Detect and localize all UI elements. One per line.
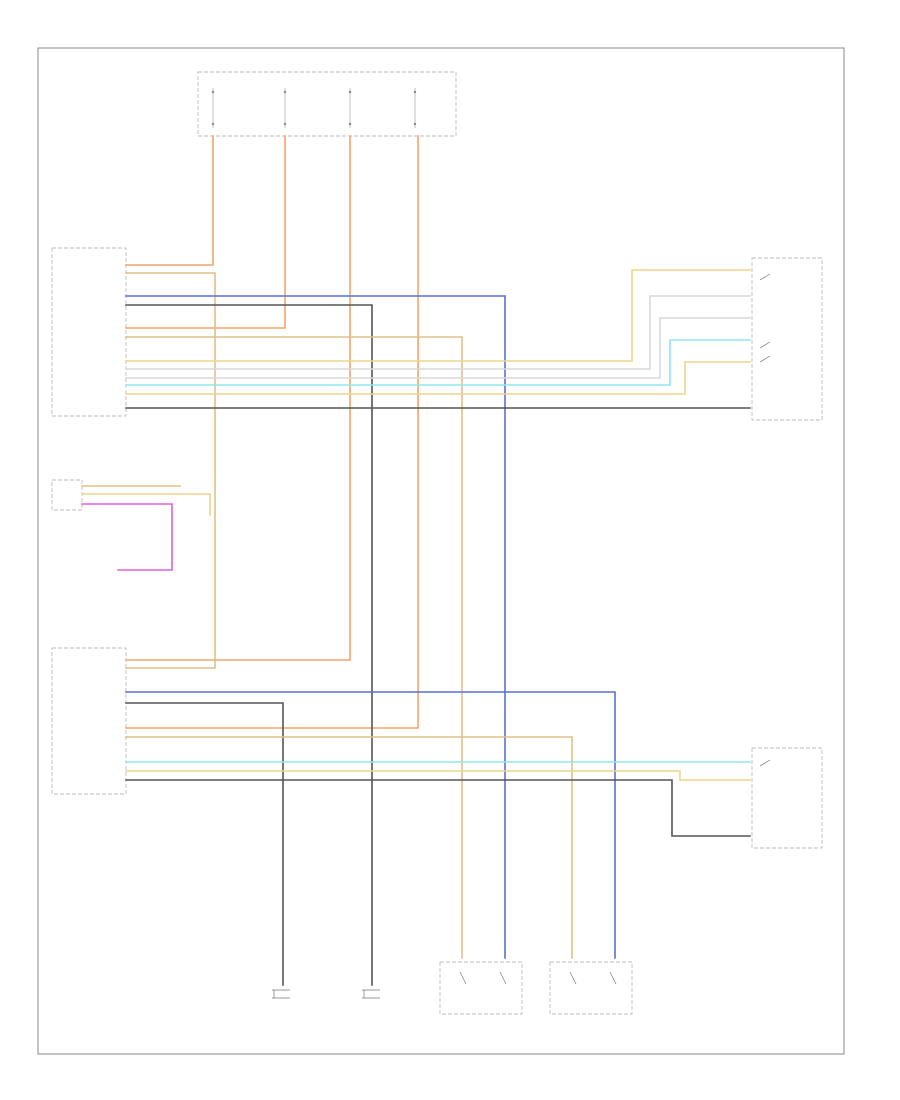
wire-ldm-yellow2 <box>125 361 751 395</box>
wire-rdm-tan <box>125 736 573 959</box>
wire-ldm-blue <box>125 295 506 959</box>
wire-ldm-gray <box>125 295 751 370</box>
left-door-switch <box>751 257 823 421</box>
wire-ldm-gray2 <box>125 317 751 379</box>
fuse-3 <box>348 88 352 128</box>
diagram-border <box>37 47 845 1055</box>
fuse-1 <box>211 88 215 128</box>
right-lock-motor <box>362 989 380 999</box>
fuse-2 <box>283 88 287 128</box>
left-lock-motor <box>272 989 290 999</box>
wire-ldm-lightblue <box>125 339 751 386</box>
wire-rdm-dark2 <box>125 779 751 837</box>
wire-body-yellow <box>81 493 211 516</box>
fuse-4 <box>413 88 417 128</box>
wire-fuse4-orange <box>125 135 419 729</box>
wire-rdm-yellow <box>125 770 751 781</box>
body-connector <box>51 479 83 511</box>
fuse-block <box>197 71 457 137</box>
wire-fuse3-orange <box>125 135 351 661</box>
right-door-switch <box>751 747 823 849</box>
right-window-motor <box>549 961 633 1015</box>
wire-ldm-tan <box>125 272 216 476</box>
wire-fuse1-orange <box>125 135 214 266</box>
wire-body-pink <box>81 503 173 571</box>
wire-ldm-dark <box>125 304 373 986</box>
right-door-module <box>51 647 127 795</box>
wire-rdm-dark <box>125 702 284 986</box>
wire-fuse2-orange <box>125 135 286 329</box>
left-door-module <box>51 247 127 417</box>
wire-body-tan2 <box>125 474 216 669</box>
left-window-motor <box>439 961 523 1015</box>
wire-rdm-blue <box>125 691 616 959</box>
wire-ldm-tan2 <box>125 336 463 959</box>
wire-ldm-yellow <box>125 269 751 362</box>
